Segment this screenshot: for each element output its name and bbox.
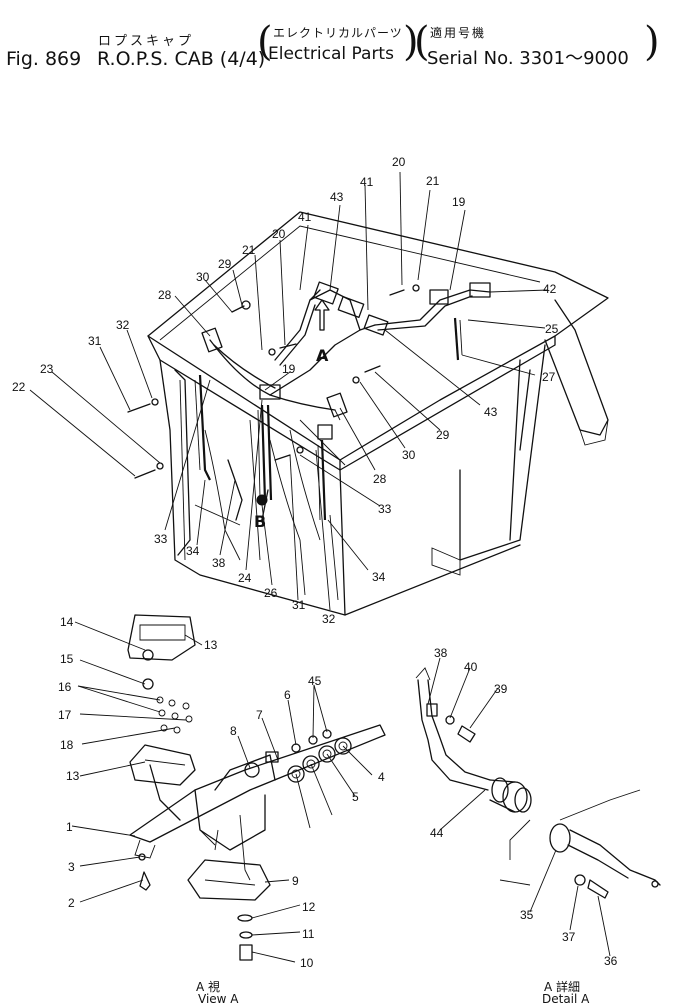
callout-41: 41 [298, 210, 312, 224]
callout-34: 34 [186, 544, 200, 558]
callout-19: 19 [282, 362, 296, 376]
callout-5: 5 [352, 790, 359, 804]
callout-25: 25 [545, 322, 559, 336]
cab-roof-outline [147, 211, 609, 616]
callout-2: 2 [68, 896, 75, 910]
callout-18: 18 [60, 738, 74, 752]
callout-4: 4 [378, 770, 385, 784]
callout-31: 31 [292, 598, 306, 612]
callout-13: 13 [204, 638, 218, 652]
title-japanese: ロプスキャプ [98, 34, 195, 49]
detail-a-caption-jp: A 詳細 [544, 980, 581, 994]
callout-24: 24 [238, 571, 252, 585]
view-a-assembly [127, 614, 386, 961]
callout-9: 9 [292, 874, 299, 888]
close-paren: ) [403, 19, 419, 65]
callout-12: 12 [302, 900, 316, 914]
open-paren-serial: ( [414, 19, 430, 65]
callout-16: 16 [58, 680, 72, 694]
callout-14: 14 [60, 615, 74, 629]
callout-1: 1 [66, 820, 73, 834]
callout-21: 21 [426, 174, 440, 188]
category-title: Electrical Parts [268, 44, 394, 64]
callout-30: 30 [402, 448, 416, 462]
callout-10: 10 [300, 956, 314, 970]
callout-45: 45 [308, 674, 322, 688]
callout-39: 39 [494, 682, 508, 696]
callout-32: 32 [116, 318, 130, 332]
callout-11: 11 [302, 927, 315, 941]
close-paren-serial: ) [644, 19, 660, 65]
callout-43: 43 [484, 405, 498, 419]
callout-15: 15 [60, 652, 74, 666]
callout-36: 36 [604, 954, 618, 968]
page-title: R.O.P.S. CAB (4/4) [97, 48, 266, 70]
callout-19: 19 [452, 195, 466, 209]
callout-40: 40 [464, 660, 478, 674]
view-marker-b: B [254, 512, 267, 531]
callout-26: 26 [264, 586, 278, 600]
view-marker-a: A [316, 346, 329, 365]
callout-13: 13 [66, 769, 80, 783]
callout-28: 28 [373, 472, 387, 486]
open-paren: ( [257, 19, 273, 65]
roof-wiring-harness [127, 281, 491, 521]
callout-32: 32 [322, 612, 336, 626]
serial-japanese: 適用号機 [430, 26, 487, 40]
callout-20: 20 [272, 227, 286, 241]
callouts-lower [71, 621, 611, 963]
callout-8: 8 [230, 724, 237, 738]
callout-27: 27 [542, 370, 556, 384]
callout-33: 33 [378, 502, 392, 516]
callout-38: 38 [212, 556, 226, 570]
callout-37: 37 [562, 930, 576, 944]
callout-29: 29 [436, 428, 450, 442]
view-a-caption-jp: A 視 [196, 980, 221, 994]
callout-29: 29 [218, 257, 232, 271]
serial-range: Serial No. 3301～9000 [427, 48, 629, 69]
figure-number: Fig. 869 [6, 48, 82, 70]
callout-44: 44 [430, 826, 444, 840]
callout-17: 17 [58, 708, 72, 722]
detail-a-assembly [415, 667, 661, 899]
callout-41: 41 [360, 175, 374, 189]
callout-35: 35 [520, 908, 534, 922]
callout-20: 20 [392, 155, 406, 169]
callout-31: 31 [88, 334, 102, 348]
callout-30: 30 [196, 270, 210, 284]
callout-22: 22 [12, 380, 26, 394]
callouts-upper [29, 171, 549, 611]
callout-6: 6 [284, 688, 291, 702]
view-a-caption: View A [198, 992, 239, 1006]
callout-21: 21 [242, 243, 256, 257]
callout-28: 28 [158, 288, 172, 302]
callout-38: 38 [434, 646, 448, 660]
callout-3: 3 [68, 860, 75, 874]
callout-43: 43 [330, 190, 344, 204]
callout-34: 34 [372, 570, 386, 584]
category-japanese: エレクトリカルパーツ [273, 26, 403, 40]
callout-42: 42 [543, 282, 557, 296]
callout-7: 7 [256, 708, 263, 722]
callout-33: 33 [154, 532, 168, 546]
callout-23: 23 [40, 362, 54, 376]
detail-a-caption: Detail A [542, 992, 590, 1006]
